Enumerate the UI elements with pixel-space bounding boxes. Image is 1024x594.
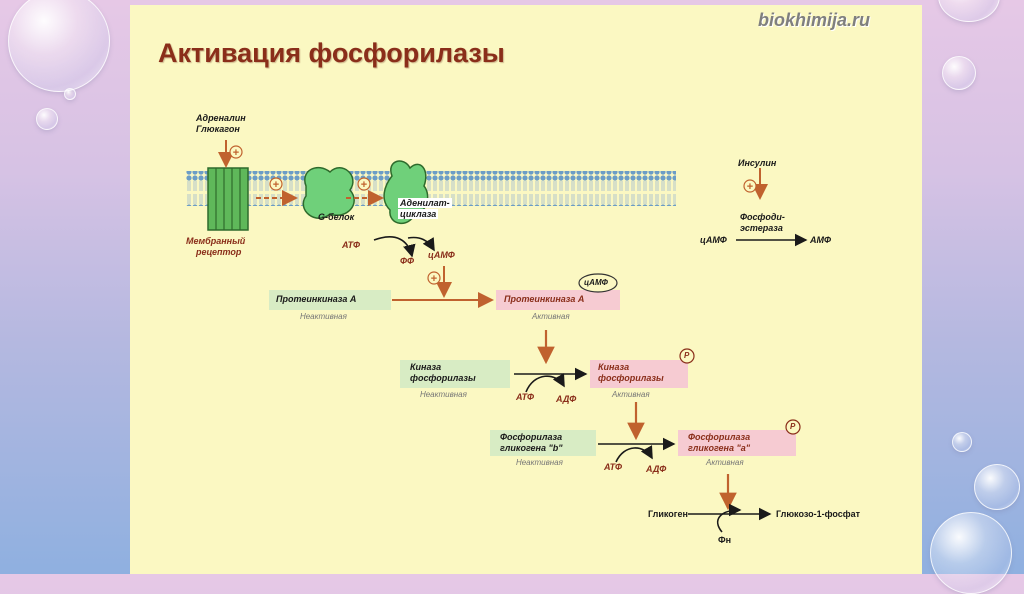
kinase-active-state: Активная: [612, 390, 650, 399]
phosphorylase-a-box: [678, 430, 796, 456]
bubble-decoration: [36, 108, 58, 130]
phosphodiesterase-label: эстераза: [740, 223, 783, 233]
phosphorylase-b-state: Неактивная: [516, 458, 563, 467]
kinase-inactive-label: фосфорилазы: [410, 373, 476, 383]
plus-icon: [357, 177, 371, 191]
plus-sign: +: [747, 181, 753, 193]
phosphodiesterase-label: Фосфоди-: [740, 212, 785, 222]
kinase-inactive-label: Киназа: [410, 362, 442, 372]
bubble-decoration: [974, 464, 1020, 510]
phosphate-mark: P: [790, 422, 796, 431]
phosphorylase-a-label: гликогена "a": [688, 443, 751, 453]
bubble-decoration: [952, 432, 972, 452]
g-protein-label: G-белок: [318, 212, 355, 222]
reaction-curve: [525, 373, 565, 393]
kinase-inactive-state: Неактивная: [420, 390, 467, 399]
watermark: biokhimija.ru: [758, 10, 871, 30]
plus-icon: [229, 145, 243, 159]
pka-active-label: Протеинкиназа А: [504, 294, 585, 304]
phosphorylase-a-label: Фосфорилаза: [688, 432, 751, 442]
phosphate-icon: [679, 348, 695, 364]
phosphorylase-b-label: гликогена "b": [500, 443, 563, 453]
pka-inactive-state: Неактивная: [300, 312, 347, 321]
phosphorylase-b-box: [490, 430, 596, 456]
phosphate-label: Фн: [718, 535, 732, 545]
reaction-curve: [615, 445, 653, 463]
page-title: Активация фосфорилазы: [158, 38, 505, 68]
amp-product-label: АМФ: [810, 235, 832, 245]
bubble-decoration: [64, 88, 76, 100]
kinase-active-label: фосфорилазы: [598, 373, 664, 383]
adenylate-cyclase-label: циклаза: [398, 209, 439, 219]
glycogen-label: Гликоген: [648, 509, 688, 519]
pka-camp-tag: цАМФ: [584, 278, 608, 287]
camp-tag-shape: [578, 273, 618, 293]
camp-substrate-label: цАМФ: [700, 235, 727, 245]
plus-sign: +: [361, 179, 367, 191]
camp-label: цАМФ: [428, 250, 455, 260]
bubble-decoration: [942, 56, 976, 90]
pka-inactive-box: [269, 290, 391, 310]
plus-icon: [269, 177, 283, 191]
adenylate-cyclase-label: Аденилат-: [398, 198, 452, 208]
phosphate-icon: [785, 419, 801, 435]
diagram: + + + + +: [186, 140, 808, 533]
receptor-label: Мембранный: [186, 236, 246, 246]
reaction-curve: [407, 236, 435, 252]
phosphorylase-b-label: Фосфорилаза: [500, 432, 563, 442]
phosphorylase-a-state: Активная: [706, 458, 744, 467]
hormone-label-adrenaline: Адреналин: [196, 113, 246, 123]
phosphorylase-atp-label: АТФ: [604, 462, 622, 472]
reaction-curve: [716, 503, 742, 533]
glucose-1-phosphate-label: Глюкозо-1-фосфат: [776, 509, 860, 519]
kinase-active-label: Киназа: [598, 362, 630, 372]
kinase-atp-label: АТФ: [516, 392, 534, 402]
bubble-decoration: [8, 0, 110, 92]
plus-sign: +: [233, 147, 239, 159]
kinase-adp-label: АДФ: [556, 394, 577, 404]
pka-active-box: [496, 290, 620, 310]
pp-label: ФФ: [400, 256, 415, 266]
phosphorylase-adp-label: АДФ: [646, 464, 667, 474]
reaction-curve: [373, 236, 416, 258]
membrane-receptor-shape: [207, 167, 249, 231]
kinase-active-box: [590, 360, 688, 388]
plus-icon: [427, 271, 441, 285]
atp-label: АТФ: [342, 240, 360, 250]
slide-panel: [130, 5, 922, 574]
receptor-label: рецептор: [196, 247, 242, 257]
plus-sign: +: [431, 273, 437, 285]
plus-icon: [743, 179, 757, 193]
phosphate-mark: P: [684, 351, 690, 360]
hormone-label-glucagon: Глюкагон: [196, 124, 240, 134]
kinase-inactive-box: [400, 360, 510, 388]
pka-inactive-label: Протеинкиназа А: [276, 294, 357, 304]
g-protein-shape: [302, 166, 355, 219]
insulin-label: Инсулин: [738, 158, 777, 168]
pka-active-state: Активная: [532, 312, 570, 321]
plus-sign: +: [273, 179, 279, 191]
